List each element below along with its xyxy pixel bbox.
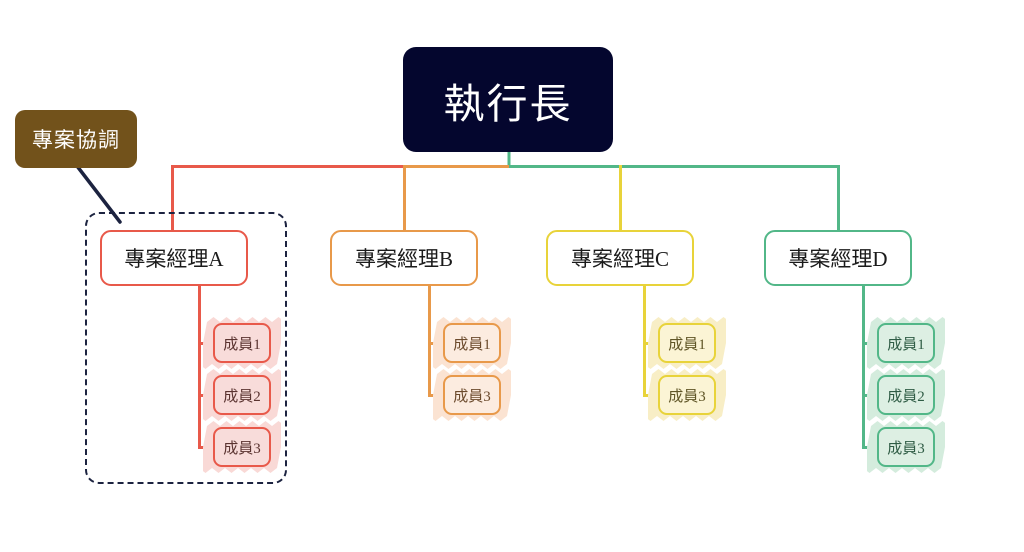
ceo-node[interactable]: 執行長: [403, 47, 613, 152]
ceo-label: 執行長: [443, 80, 573, 127]
member-label: 成員2: [223, 388, 261, 405]
member-label: 成員3: [887, 440, 925, 457]
coordinator-node[interactable]: 專案協調: [15, 110, 137, 168]
manager-node-b[interactable]: 專案經理B: [330, 230, 478, 286]
manager-node-a[interactable]: 專案經理A: [100, 230, 248, 286]
member-node[interactable]: 成員3: [658, 375, 716, 415]
manager-label-c: 專案經理C: [570, 247, 669, 271]
member-node[interactable]: 成員1: [213, 323, 271, 363]
member-node[interactable]: 成員1: [658, 323, 716, 363]
coordinator-label: 專案協調: [32, 128, 120, 152]
member-label: 成員1: [223, 336, 261, 353]
member-node[interactable]: 成員2: [877, 375, 935, 415]
member-node[interactable]: 成員3: [877, 427, 935, 467]
manager-node-d[interactable]: 專案經理D: [764, 230, 912, 286]
member-node[interactable]: 成員3: [443, 375, 501, 415]
member-label: 成員1: [668, 336, 706, 353]
member-label: 成員2: [887, 388, 925, 405]
branch-a-group-frame: [85, 212, 287, 484]
member-node[interactable]: 成員2: [213, 375, 271, 415]
manager-label-a: 專案經理A: [124, 247, 224, 271]
manager-node-c[interactable]: 專案經理C: [546, 230, 694, 286]
member-node[interactable]: 成員3: [213, 427, 271, 467]
member-node[interactable]: 成員1: [877, 323, 935, 363]
manager-label-b: 專案經理B: [354, 247, 453, 271]
member-label: 成員1: [887, 336, 925, 353]
member-label: 成員3: [668, 388, 706, 405]
member-label: 成員3: [223, 440, 261, 457]
manager-label-d: 專案經理D: [788, 247, 888, 271]
member-label: 成員1: [453, 336, 491, 353]
member-node[interactable]: 成員1: [443, 323, 501, 363]
member-label: 成員3: [453, 388, 491, 405]
